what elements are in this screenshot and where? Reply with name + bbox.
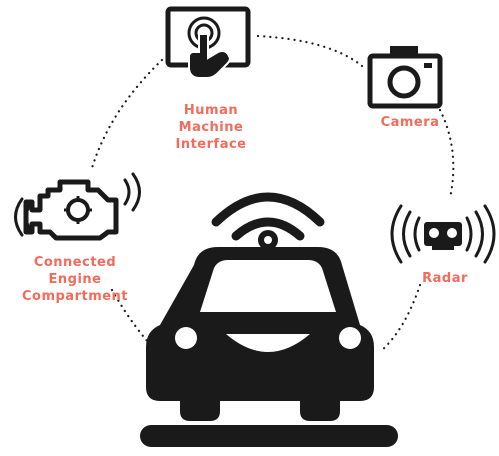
label-line: Interface	[175, 137, 247, 152]
connected-car-icon	[140, 192, 398, 447]
label-line: Engine	[48, 272, 102, 287]
label-radar: Radar	[395, 270, 495, 287]
label-line: Machine	[178, 120, 244, 135]
label-line: Human	[183, 103, 239, 118]
label-camera: Camera	[360, 114, 460, 131]
label-connected-engine-compartment: Connected Engine Compartment	[2, 254, 148, 305]
label-line: Camera	[380, 115, 440, 130]
touchscreen-hand-icon	[165, 6, 251, 79]
label-human-machine-interface: Human Machine Interface	[156, 102, 266, 153]
label-line: Connected	[33, 255, 117, 270]
camera-icon	[367, 46, 443, 109]
engine-wireless-icon	[14, 172, 141, 241]
label-line: Compartment	[21, 289, 129, 304]
radar-sensor-icon	[390, 204, 496, 264]
label-line: Radar	[422, 271, 468, 286]
